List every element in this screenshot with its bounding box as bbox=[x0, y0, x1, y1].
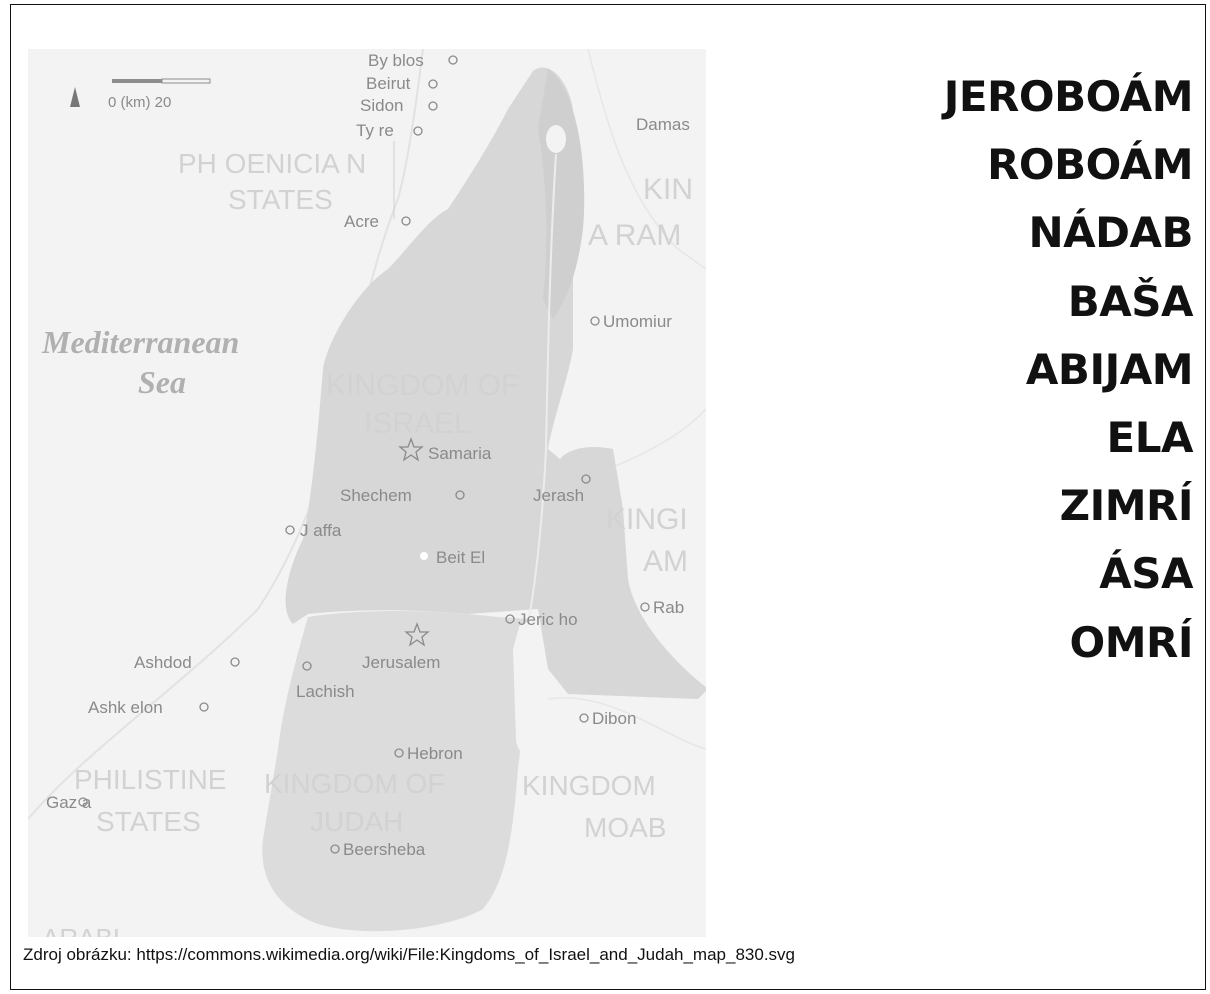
city-byblos: By blos bbox=[368, 51, 424, 70]
marker-hebron bbox=[394, 748, 404, 758]
city-jericho: Jeric ho bbox=[518, 610, 578, 629]
jordan-river bbox=[527, 153, 557, 625]
king-name: BAŠA bbox=[1067, 276, 1194, 326]
city-lachish: Lachish bbox=[296, 682, 355, 701]
city-damascus: Damas bbox=[636, 115, 690, 134]
city-rabbah: Rab bbox=[653, 598, 684, 617]
marker-dibon bbox=[579, 713, 589, 723]
samaria-star-icon bbox=[398, 437, 424, 462]
city-ashdod: Ashdod bbox=[134, 653, 192, 672]
marker-tyre bbox=[413, 126, 423, 136]
ammon-border bbox=[607, 408, 706, 470]
dead-sea bbox=[513, 622, 543, 754]
region-ammon-2: AM bbox=[643, 545, 688, 578]
king-name: NÁDAB bbox=[1028, 208, 1193, 258]
region-ammon-1: KINGI bbox=[606, 503, 688, 536]
city-umomiur: Umomiur bbox=[603, 312, 672, 331]
page-frame: 0 (km) 20 PH OENICIA N STATES KIN A RAM … bbox=[10, 4, 1206, 990]
city-acre: Acre bbox=[344, 212, 379, 231]
marker-gaza bbox=[78, 797, 88, 807]
marker-ashdod bbox=[230, 657, 240, 667]
marker-umomiur bbox=[590, 316, 600, 326]
king-name: ELA bbox=[1106, 413, 1194, 463]
region-judah-1: KINGDOM OF bbox=[264, 768, 444, 799]
region-moab-2: MOAB bbox=[584, 812, 666, 843]
region-sea-2: Sea bbox=[138, 364, 186, 400]
aram-border bbox=[587, 49, 706, 270]
region-aram-2: A RAM bbox=[588, 219, 681, 252]
marker-byblos bbox=[448, 55, 458, 65]
king-name: OMRÍ bbox=[1069, 617, 1194, 667]
marker-jaffa bbox=[285, 525, 295, 535]
city-beersheba: Beersheba bbox=[343, 840, 426, 859]
region-sea-1: Mediterranean bbox=[41, 324, 239, 360]
city-jaffa: J affa bbox=[300, 521, 342, 540]
city-gaza: Gaz a bbox=[46, 793, 92, 812]
city-dibon: Dibon bbox=[592, 709, 636, 728]
kingdoms-map: 0 (km) 20 PH OENICIA N STATES KIN A RAM … bbox=[28, 49, 706, 937]
region-arabia: ARABI bbox=[42, 923, 120, 937]
king-name: JEROBOÁM bbox=[943, 72, 1194, 121]
region-israel-1: KINGDOM OF bbox=[326, 369, 519, 402]
city-beitel: Beit El bbox=[436, 548, 485, 567]
marker-acre bbox=[401, 216, 411, 226]
king-name: ROBOÁM bbox=[987, 140, 1193, 190]
king-name: ZIMRÍ bbox=[1059, 481, 1194, 531]
city-ashkelon: Ashk elon bbox=[88, 698, 163, 717]
scale-label: 0 (km) 20 bbox=[108, 94, 171, 111]
city-jerash: Jerash bbox=[533, 486, 584, 505]
scale-bar bbox=[112, 79, 162, 83]
king-name: ÁSA bbox=[1099, 549, 1193, 599]
region-philistine-1: PHILISTINE bbox=[74, 764, 226, 795]
marker-beirut bbox=[428, 79, 438, 89]
marker-sidon bbox=[428, 101, 438, 111]
region-philistine-2: STATES bbox=[96, 806, 201, 837]
map-canvas: 0 (km) 20 PH OENICIA N STATES KIN A RAM … bbox=[28, 49, 706, 937]
marker-jerash bbox=[581, 474, 591, 484]
marker-beitel bbox=[420, 552, 428, 560]
kingdom-of-judah-area bbox=[262, 611, 528, 932]
jerusalem-star-icon bbox=[404, 622, 430, 647]
kingdom-of-israel-area bbox=[285, 67, 706, 699]
marker-shechem bbox=[455, 490, 465, 500]
city-markers bbox=[78, 55, 650, 854]
scale-bar-white bbox=[161, 78, 211, 84]
city-shechem: Shechem bbox=[340, 486, 412, 505]
king-name: ABIJAM bbox=[1025, 344, 1194, 394]
image-source-caption: Zdroj obrázku: https://commons.wikimedia… bbox=[23, 945, 795, 964]
city-beirut: Beirut bbox=[366, 74, 411, 93]
city-jerusalem: Jerusalem bbox=[362, 653, 440, 672]
marker-beersheba bbox=[330, 844, 340, 854]
region-israel-2: ISRAEL bbox=[364, 407, 471, 440]
region-phoenician-1: PH OENICIA N bbox=[178, 148, 366, 179]
city-samaria: Samaria bbox=[428, 444, 492, 463]
sea-of-galilee bbox=[546, 125, 566, 153]
marker-ashkelon bbox=[199, 702, 209, 712]
city-tyre: Ty re bbox=[356, 121, 394, 140]
region-judah-2: JUDAH bbox=[310, 806, 403, 837]
marker-jericho bbox=[505, 614, 515, 624]
kings-list: JEROBOÁM ROBOÁM NÁDAB BAŠA ABIJAM ELA ZI… bbox=[943, 63, 1194, 677]
region-moab-1: KINGDOM bbox=[522, 770, 656, 801]
city-hebron: Hebron bbox=[407, 744, 463, 763]
marker-rabbah bbox=[640, 602, 650, 612]
marker-lachish bbox=[302, 661, 312, 671]
north-arrow-icon bbox=[70, 87, 80, 107]
city-sidon: Sidon bbox=[360, 96, 403, 115]
moab-border bbox=[547, 696, 706, 750]
region-phoenician-2: STATES bbox=[228, 184, 333, 215]
region-aram-1: KIN bbox=[643, 173, 693, 206]
